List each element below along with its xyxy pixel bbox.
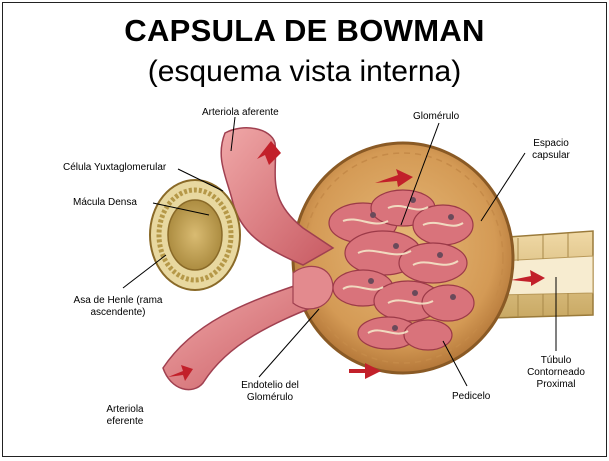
label-pedicelo: Pedicelo: [452, 391, 490, 403]
label-asa-de-henle: Asa de Henle (rama ascendente): [58, 295, 178, 319]
label-celula-yuxtaglomerular: Célula Yuxtaglomerular: [63, 162, 166, 174]
loop-of-henle: [150, 180, 240, 290]
label-arteriola-aferente: Arteriola aferente: [202, 107, 279, 119]
label-tubulo-contorneado-proximal: Túbulo Contorneado Proximal: [516, 355, 596, 391]
label-macula-densa: Mácula Densa: [73, 197, 137, 209]
label-glomerulo: Glomérulo: [413, 111, 459, 123]
label-arteriola-eferente: Arteriola eferente: [95, 404, 155, 428]
label-endotelio-glomerulo: Endotelio del Glomérulo: [235, 380, 305, 404]
label-espacio-capsular: Espacio capsular: [521, 138, 581, 162]
